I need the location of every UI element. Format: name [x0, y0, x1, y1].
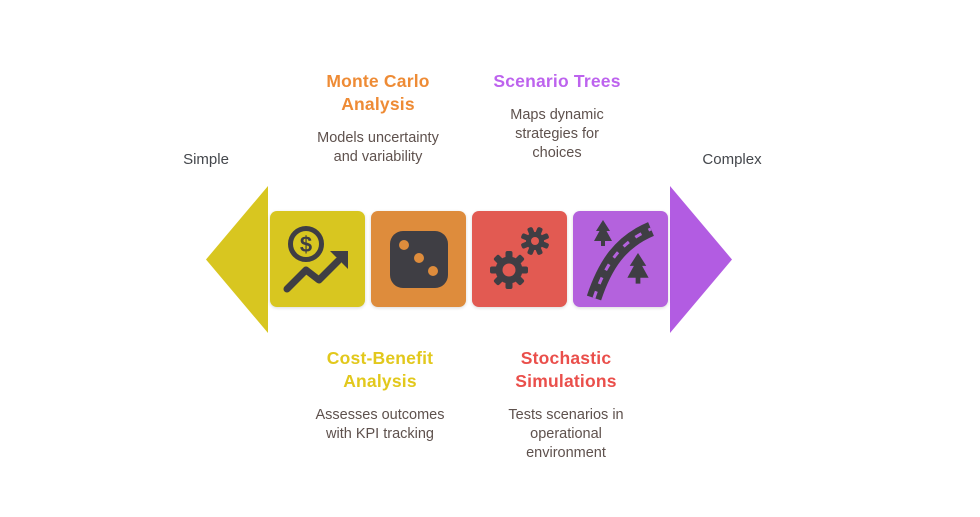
monte-carlo-description: Models uncertainty and variability	[317, 130, 439, 165]
stochastic-simulations-description: Tests scenarios in operational environme…	[508, 407, 624, 461]
dice-icon	[390, 231, 448, 288]
cost-benefit-title: Cost-Benefit Analysis	[326, 348, 434, 391]
money-growth-icon: $	[283, 226, 348, 293]
scenario-trees-square	[573, 211, 668, 307]
stochastic-simulations-title: Stochastic Simulations	[515, 348, 617, 391]
complex-label: Complex	[702, 151, 762, 168]
right-arrowhead	[670, 186, 732, 333]
monte-carlo-title: Monte Carlo Analysis	[326, 71, 430, 114]
monte-carlo-square	[371, 211, 466, 307]
stochastic-simulations-block: Stochastic Simulations Tests scenarios i…	[480, 347, 652, 463]
scenario-trees-description: Maps dynamic strategies for choices	[510, 107, 604, 161]
cost-benefit-square: $	[270, 211, 365, 307]
simple-label: Simple	[183, 151, 229, 168]
stochastic-simulations-square	[472, 211, 567, 307]
scenario-trees-title: Scenario Trees	[493, 71, 621, 91]
cost-benefit-description: Assesses outcomes with KPI tracking	[315, 407, 445, 442]
cost-benefit-block: Cost-Benefit Analysis Assesses outcomes …	[294, 347, 466, 444]
monte-carlo-block: Monte Carlo Analysis Models uncertainty …	[291, 70, 466, 167]
road-icon	[586, 220, 655, 301]
svg-text:$: $	[300, 232, 312, 257]
gears-icon	[490, 227, 549, 289]
scenario-trees-block: Scenario Trees Maps dynamic strategies f…	[465, 70, 650, 163]
left-arrowhead	[206, 186, 268, 333]
